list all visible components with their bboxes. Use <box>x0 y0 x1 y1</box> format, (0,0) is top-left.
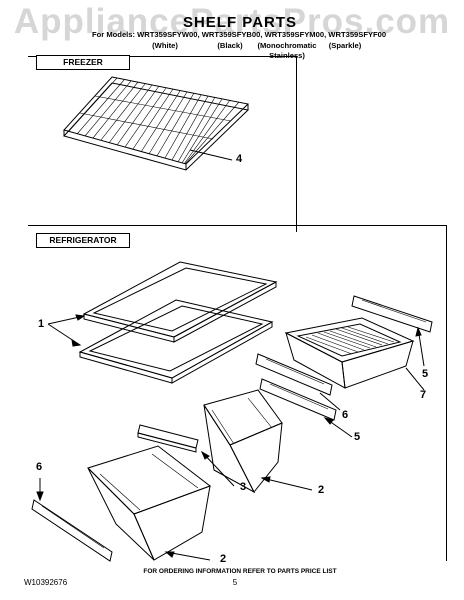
callout-2-bottom: 2 <box>220 553 227 565</box>
refrigerator-label: REFRIGERATOR <box>36 233 130 248</box>
variant-black: (Black) <box>217 41 243 50</box>
crisper-drawer-right <box>284 317 415 389</box>
glass-shelf-lower <box>78 299 274 384</box>
variant-sparkle: (Sparkle) <box>328 41 362 50</box>
freezer-frame <box>28 56 297 232</box>
document-number: W10392676 <box>24 578 68 587</box>
callout-4: 4 <box>236 153 243 165</box>
drawer-cover <box>137 424 199 453</box>
page-title: SHELF PARTS <box>182 14 298 31</box>
callout-3: 3 <box>240 481 247 493</box>
callout-2-middle: 2 <box>318 484 325 496</box>
drawer-bottom <box>87 445 212 561</box>
page-number: 5 <box>232 578 238 587</box>
drawer-rail-top-right <box>351 295 433 333</box>
drawer-rail-bottom-left <box>31 499 113 562</box>
callout-6-left: 6 <box>36 461 43 473</box>
callout-7: 7 <box>420 389 427 401</box>
drawer-middle <box>203 389 283 494</box>
callout-1: 1 <box>38 318 45 330</box>
watermark: AppliancePartsPros.com <box>13 2 451 41</box>
callout-6-middle: 6 <box>342 409 349 421</box>
refrigerator-frame <box>28 225 447 561</box>
drawer-rail-middle-lower <box>259 378 337 421</box>
variant-stainless: (Monochromatic Stainless) <box>257 41 317 60</box>
freezer-wire-shelf <box>63 76 250 171</box>
glass-shelf-upper <box>82 261 278 343</box>
ordering-notice: FOR ORDERING INFORMATION REFER TO PARTS … <box>143 568 337 575</box>
models-line: For Models: WRT359SFYW00, WRT359SFYB00, … <box>92 30 387 39</box>
drawer-rail-middle-upper <box>255 353 333 396</box>
variant-white: (White) <box>152 41 178 50</box>
freezer-label: FREEZER <box>36 55 130 70</box>
callout-5-middle: 5 <box>354 431 361 443</box>
callout-5-top: 5 <box>422 368 429 380</box>
